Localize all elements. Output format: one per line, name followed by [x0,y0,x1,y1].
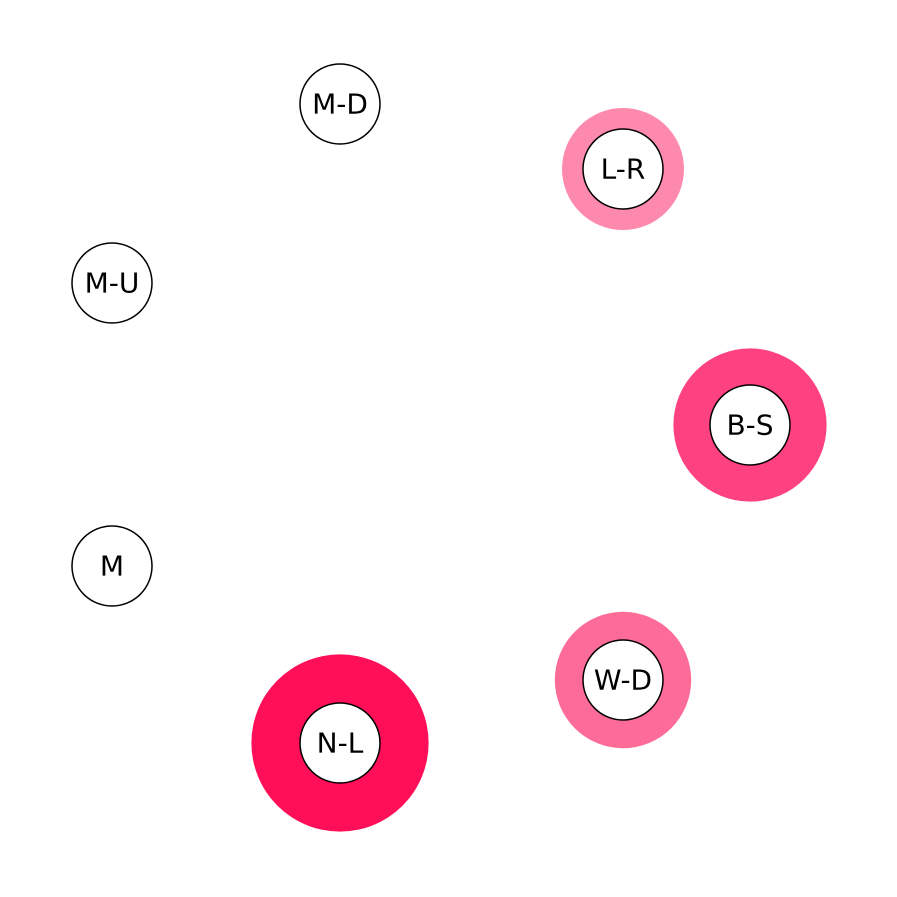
node-nl-core [299,702,381,784]
node-mu: M-U [71,242,153,324]
node-nl: N-L [251,654,429,832]
node-bs-core [709,384,791,466]
node-bs-label: B-S [726,409,773,442]
node-nl-label: N-L [317,727,364,760]
node-m-label: M [100,550,124,583]
node-m: M [71,525,153,607]
node-md-label: M-D [312,88,368,121]
node-wd-core [582,639,664,721]
node-lr: L-R [562,108,684,230]
node-lr-label: L-R [601,153,646,186]
node-md: M-D [299,63,381,145]
node-m-core [71,525,153,607]
node-lr-core [582,128,664,210]
node-bs: B-S [673,348,827,502]
node-mu-label: M-U [85,267,140,300]
node-wd: W-D [554,611,692,749]
node-md-core [299,63,381,145]
node-mu-core [71,242,153,324]
node-wd-label: W-D [594,664,652,697]
